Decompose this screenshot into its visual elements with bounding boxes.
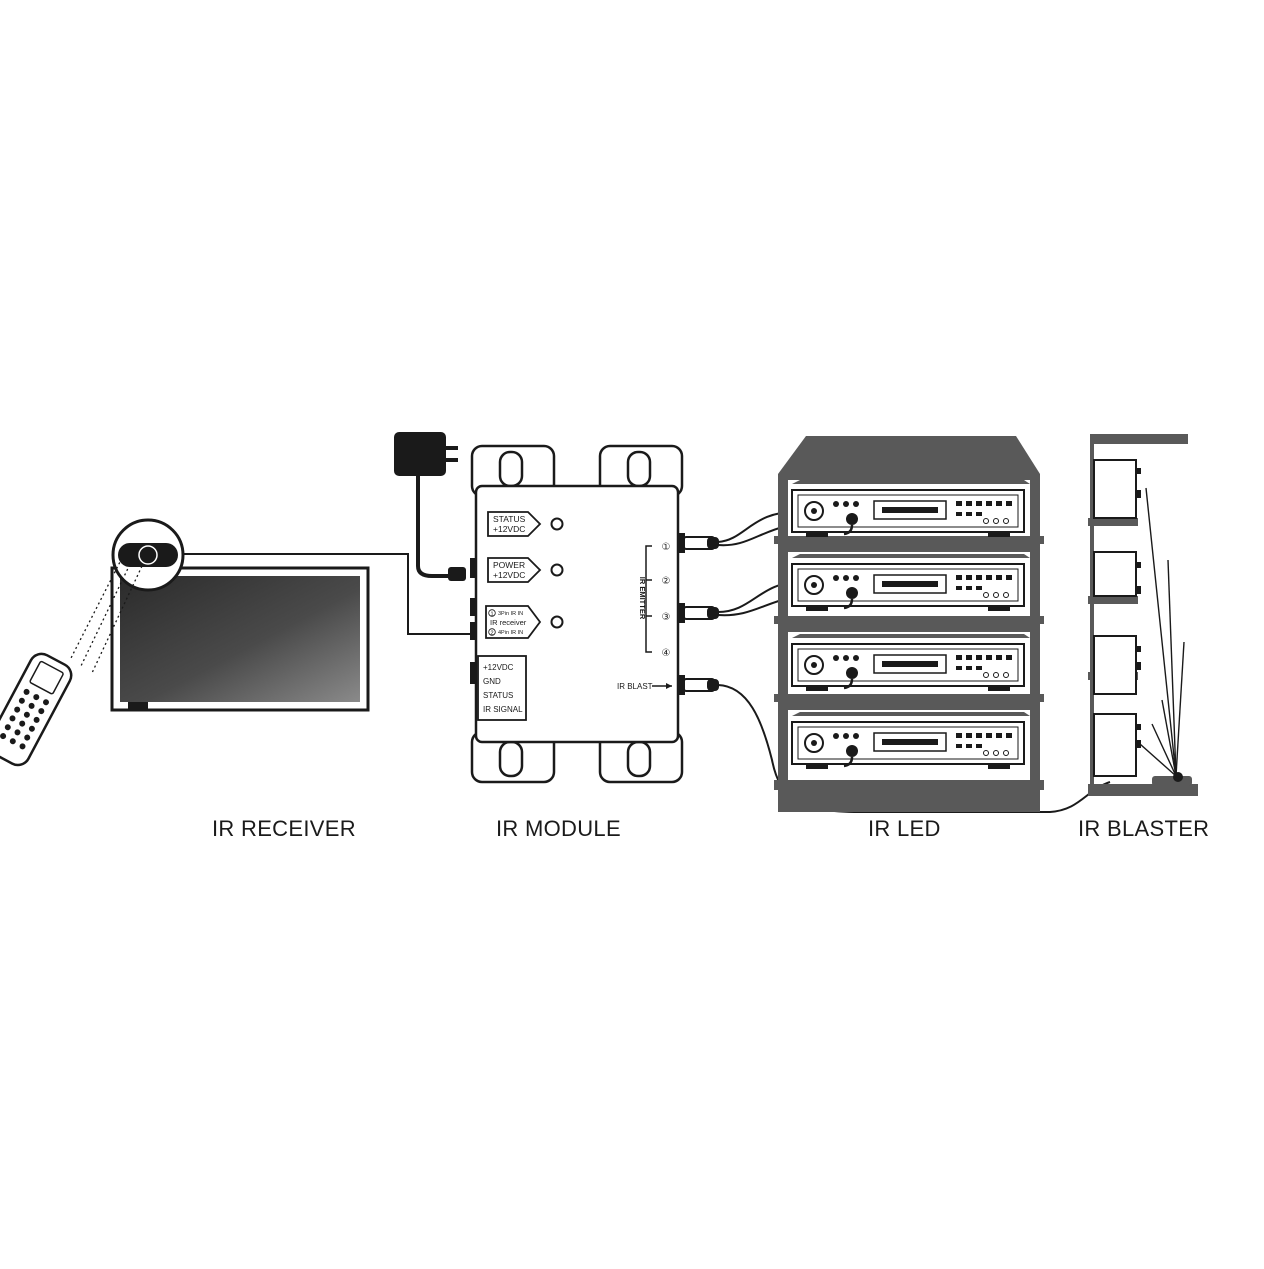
input-num-2: 2 [490, 631, 493, 637]
av-component-2 [790, 562, 1026, 613]
ir-receiver-sensor: IR [111, 518, 185, 592]
pin-gnd: GND [483, 677, 501, 686]
ir-blaster-device [1152, 772, 1192, 786]
caption-ir-receiver: IR RECEIVER [212, 816, 356, 841]
pin-status: STATUS [483, 691, 513, 700]
input-num-1: 1 [490, 612, 493, 618]
caption-ir-blaster: IR BLASTER [1078, 816, 1210, 841]
status-indicator: STATUS +12VDC [487, 511, 564, 537]
power-adapter [394, 432, 466, 581]
input-4pin-label: 4Pin IR IN [498, 630, 523, 636]
status-led-icon [550, 517, 564, 531]
emitter-port-3: ③ [662, 612, 671, 623]
pin-12vdc: +12VDC [483, 663, 514, 672]
power-led-icon [550, 563, 564, 577]
caption-ir-module: IR MODULE [496, 816, 621, 841]
status-label: STATUS [493, 514, 526, 524]
ir-blaster-beams [1139, 487, 1185, 777]
emitter-jacks [677, 533, 719, 695]
ir-signal-beam [69, 557, 143, 674]
av-component-1 [790, 488, 1026, 539]
ir-blast-label: IR BLAST [617, 682, 653, 691]
ir-input-indicator: 1 3Pin IR IN IR receiver 2 4Pin IR IN [485, 605, 564, 639]
emitter-label: IR EMITTER [638, 577, 647, 620]
ir-badge-text: IR [144, 551, 154, 561]
power-indicator: POWER +12VDC [487, 557, 564, 583]
input-receiver-label: IR receiver [490, 618, 527, 627]
cabinet-top-shading [792, 480, 1030, 716]
input-3pin-label: 3Pin IR IN [498, 611, 523, 617]
status-voltage: +12VDC [493, 524, 525, 534]
power-label: POWER [493, 560, 525, 570]
pin-ir-signal: IR SIGNAL [483, 705, 523, 714]
power-voltage: +12VDC [493, 570, 525, 580]
remote-control [0, 652, 73, 767]
ir-receiver-tv [110, 566, 370, 712]
ir-blaster-rack [1088, 434, 1198, 796]
input-led-icon [550, 615, 564, 629]
av-component-4 [790, 720, 1026, 771]
pin-legend: +12VDC GND STATUS IR SIGNAL [477, 655, 527, 721]
av-component-3 [790, 642, 1026, 693]
receiver-cable [182, 553, 476, 635]
emitter-port-4: ④ [662, 648, 671, 659]
emitter-port-2: ② [662, 576, 671, 587]
emitter-port-1: ① [662, 542, 671, 553]
emitter-bracket [645, 545, 652, 653]
caption-ir-led: IR LED [868, 816, 941, 841]
